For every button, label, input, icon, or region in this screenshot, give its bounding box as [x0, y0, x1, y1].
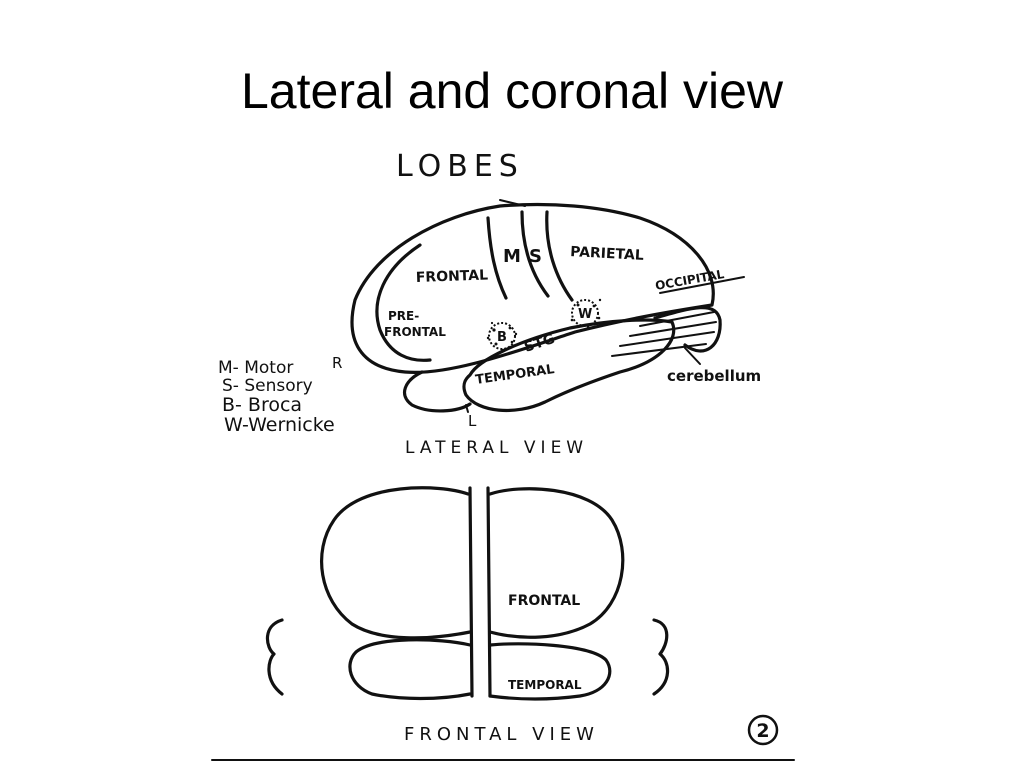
right-hemisphere-outline: [488, 487, 625, 639]
cerebellum-pointer: [684, 347, 701, 365]
page-number: 2: [756, 720, 769, 742]
label-prefrontal-1: PRE-: [388, 309, 419, 323]
legend: M- Motor S- Sensory B- Broca W-Wernicke: [218, 358, 335, 436]
cerebellum-folia-1: [639, 311, 715, 327]
page-number-circle: [747, 714, 779, 746]
postcentral-sulcus: [545, 210, 574, 302]
label-frontal: FRONTAL: [416, 267, 489, 286]
label-parietal: PARIETAL: [570, 244, 644, 264]
left-brace: [265, 618, 284, 696]
l-marker-line: [465, 404, 469, 413]
legend-item: M- Motor: [218, 358, 293, 378]
label-prefrontal-2: FRONTAL: [384, 325, 446, 339]
vertex-tick: [499, 199, 526, 207]
label-sensory: S: [529, 246, 542, 267]
lateral-view-caption: LATERAL VIEW: [405, 438, 588, 458]
midline-left: [468, 486, 474, 698]
legend-item: S- Sensory: [222, 376, 313, 396]
label-frontal-view-frontal: FRONTAL: [508, 593, 580, 609]
broca-area: [486, 321, 518, 352]
legend-item: W-Wernicke: [224, 414, 335, 436]
left-hemisphere-outline: [320, 486, 472, 640]
label-motor: M: [503, 246, 521, 267]
right-temporal-outline: [488, 642, 612, 701]
label-frontal-view-temporal: TEMPORAL: [508, 678, 582, 692]
label-broca: B: [497, 330, 507, 345]
lower-left-lobe: [402, 370, 472, 413]
label-side-right: R: [332, 354, 342, 372]
left-temporal-outline: [348, 638, 472, 701]
right-brace: [652, 618, 670, 696]
frontal-view-caption: FRONTAL VIEW: [404, 724, 599, 745]
label-occipital: OCCIPITAL: [654, 267, 725, 293]
temporal-lobe-outline: [462, 318, 676, 413]
label-stg: STG: [522, 331, 557, 356]
cerebellum-outline: [653, 306, 722, 353]
precentral-sulcus: [486, 216, 508, 300]
legend-item: B- Broca: [222, 394, 302, 416]
frontal-pole-curve: [375, 243, 432, 362]
cerebrum-outline: [350, 202, 715, 375]
midline-right: [486, 486, 492, 698]
central-sulcus: [520, 210, 550, 298]
label-cerebellum: cerebellum: [667, 367, 761, 385]
cerebellum-folia-3: [619, 331, 715, 347]
cerebellum-folia-2: [629, 321, 717, 337]
slide-title: Lateral and coronal view: [241, 63, 783, 119]
lobes-heading: LOBES: [396, 149, 524, 184]
cerebellum-folia-4: [611, 343, 707, 357]
label-temporal: TEMPORAL: [474, 362, 555, 388]
wernicke-area: [570, 298, 602, 329]
label-side-left: L: [468, 412, 477, 430]
occipital-underline: [659, 276, 745, 294]
label-wernicke: W: [578, 307, 592, 322]
